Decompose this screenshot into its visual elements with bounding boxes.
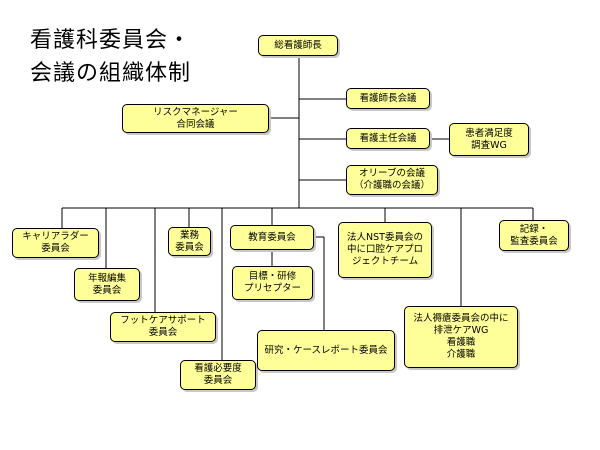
node-label-line: 委員会 [92,284,122,296]
node-label-line: 委員会 [203,375,233,386]
diagram-title-line-2: 会議の組織体制 [30,61,192,86]
node-career-ladder: キャリアラダー委員会 [12,228,99,258]
node-research: 研究・ケースレポート委員会 [257,330,395,371]
node-label-line: 委員会 [41,243,70,254]
node-label-line: （介護職の会議） [353,180,430,191]
node-label-line: 委員会 [148,327,178,338]
node-label-line: 総看護師長 [274,39,322,51]
node-label-line: 法人褥瘡委員会の中に [413,313,509,324]
node-records: 記録・監査委員会 [499,220,569,251]
node-ward-managers: 看護師長会議 [346,88,430,109]
node-label-line: 調査WG [471,139,507,151]
node-label-line: 教育委員会 [248,231,296,243]
node-foot-care: フットケアサポート委員会 [110,312,216,342]
node-label-line: 年報編集 [87,272,126,284]
node-label-line: プリセプター [243,283,301,294]
node-operations: 業務委員会 [168,227,211,256]
node-label-line: 記録・ [519,223,549,235]
node-label-line: 看護主任会議 [359,132,417,144]
node-label-line: 看護職 [446,337,476,348]
node-label-line: 排泄ケアWG [433,325,489,336]
node-label-line: 法人NST委員会の [347,232,423,243]
node-label-line: 監査委員会 [510,235,558,247]
node-education: 教育委員会 [230,225,314,250]
node-patient-satisfaction: 患者満足度調査WG [449,123,529,156]
node-label-line: 業務 [179,229,199,241]
node-label-line: ジェクトチーム [351,256,419,267]
node-label-line: フットケアサポート [120,315,206,326]
node-label-line: 合同会議 [176,118,215,130]
node-risk-manager: リスクマネージャー合同会議 [122,104,269,133]
node-chief-nurses: 看護主任会議 [346,128,430,149]
node-goals-training: 目標・研修プリセプター [232,266,313,300]
node-nursing-needs: 看護必要度委員会 [180,360,256,390]
node-label-line: 目標・研修 [248,271,297,282]
node-label-line: 看護必要度 [194,363,242,374]
node-label-line: 看護師長会議 [359,92,417,104]
node-annual-report: 年報編集委員会 [74,268,140,301]
node-nst: 法人NST委員会の中に口腔ケアプロジェクトチーム [338,222,432,278]
diagram-title-line-1: 看護科委員会・ [30,28,192,53]
node-label-line: 委員会 [175,241,204,253]
node-label-line: オリーブの会議 [359,168,425,179]
node-label-line: 介護職 [446,349,476,360]
node-head-nurse: 総看護師長 [258,35,338,56]
node-label-line: キャリアラダー [22,231,89,242]
node-label-line: 中に口腔ケアプロ [346,244,423,255]
node-label-line: 患者満足度 [465,127,513,139]
node-olive: オリーブの会議（介護職の会議） [346,165,438,195]
node-label-line: リスクマネージャー [153,106,238,118]
node-label-line: 研究・ケースレポート委員会 [264,344,388,356]
